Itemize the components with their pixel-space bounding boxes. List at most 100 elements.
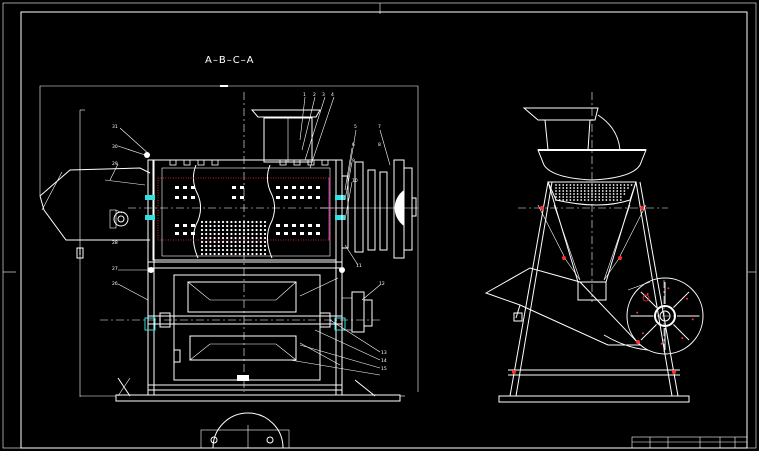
screen-hole (217, 236, 220, 240)
drive-pulleys (320, 159, 418, 333)
callout: 28 (112, 240, 118, 246)
screen-hole (555, 193, 557, 195)
screen-hole (609, 190, 611, 192)
screen-hole (580, 193, 583, 195)
screen-hole (255, 244, 258, 248)
screen-hole (255, 220, 258, 224)
screen-hole (200, 224, 204, 228)
screen-hole (213, 244, 216, 248)
screen-hole (609, 196, 611, 198)
blade-mark (646, 292, 649, 295)
screen-hole (576, 199, 579, 201)
screen-hole (612, 193, 615, 195)
screen-hole (221, 236, 225, 240)
screen-hole (255, 248, 258, 252)
slot (183, 232, 187, 235)
screen-hole (576, 184, 579, 186)
screen-hole (217, 220, 220, 224)
top-slot (279, 159, 287, 166)
screen-hole (558, 196, 561, 198)
screen-hole (238, 248, 241, 252)
screen-hole (562, 193, 565, 195)
slot (175, 186, 179, 189)
screen-hole (221, 228, 225, 232)
screen-hole (623, 184, 626, 186)
screen-hole (221, 244, 225, 248)
screen-hole (221, 252, 225, 256)
slot-row (169, 159, 329, 235)
screen-hole (616, 184, 619, 186)
screen-hole (221, 220, 225, 224)
slot (183, 186, 187, 189)
screen-hole (226, 236, 229, 240)
screen-hole (612, 190, 615, 192)
screen-hole (247, 224, 250, 228)
screen-hole (217, 240, 220, 244)
screen-hole (619, 199, 622, 201)
screen-hole (263, 248, 267, 252)
screen-hole (230, 248, 233, 252)
screen-hole (627, 187, 629, 189)
screen-hole (238, 244, 241, 248)
left-fittings (109, 152, 346, 331)
screen-hole (221, 240, 225, 244)
screen-hole (209, 248, 212, 252)
screen-hole (242, 252, 246, 256)
screen-hole (562, 196, 565, 198)
screen-hole (591, 196, 593, 198)
blade-mark (641, 332, 644, 335)
slot (292, 186, 296, 189)
screen-hole (251, 236, 254, 240)
screen-hole (573, 184, 575, 186)
screen-grid (200, 220, 267, 256)
screen-hole (234, 232, 237, 236)
callout: 1 (303, 92, 306, 98)
screen-hole (565, 190, 568, 192)
screen-hole (576, 190, 579, 192)
screen-hole (255, 236, 258, 240)
screen-hole (200, 252, 204, 256)
screen-hole (263, 252, 267, 256)
screen-hole (247, 232, 250, 236)
screen-hole (263, 244, 267, 248)
screen-hole (562, 187, 565, 189)
slot (316, 224, 320, 227)
screen-hole (221, 248, 225, 252)
callout: 5 (354, 124, 357, 130)
screen-hole (591, 199, 593, 201)
screen-hole (598, 190, 601, 192)
screen-hole (213, 248, 216, 252)
screen-hole (238, 236, 241, 240)
screen-hole (259, 232, 262, 236)
screen-hole (263, 228, 267, 232)
screen-hole (259, 228, 262, 232)
screen-hole (242, 228, 246, 232)
screen-hole (200, 228, 204, 232)
screen-hole (562, 190, 565, 192)
slot (284, 232, 288, 235)
screen-hole (627, 184, 629, 186)
screen-hole (221, 224, 225, 228)
screen-hole (200, 220, 204, 224)
screen-hole (230, 220, 233, 224)
screen-hole (251, 232, 254, 236)
screen-hole (230, 228, 233, 232)
screen-hole (555, 184, 557, 186)
screen-hole (616, 199, 619, 201)
screen-hole (242, 248, 246, 252)
slot (292, 196, 296, 199)
screen-hole (605, 199, 608, 201)
screen-hole (619, 190, 622, 192)
callout: 27 (112, 266, 118, 272)
screen-hole (259, 244, 262, 248)
slot (191, 224, 195, 227)
screen-hole (605, 196, 608, 198)
screen-hole (594, 190, 597, 192)
screen-hole (558, 190, 561, 192)
screen-hole (217, 252, 220, 256)
screen-hole (259, 224, 262, 228)
callout: 10 (352, 178, 358, 184)
screen-hole (200, 240, 204, 244)
screen-hole (234, 236, 237, 240)
